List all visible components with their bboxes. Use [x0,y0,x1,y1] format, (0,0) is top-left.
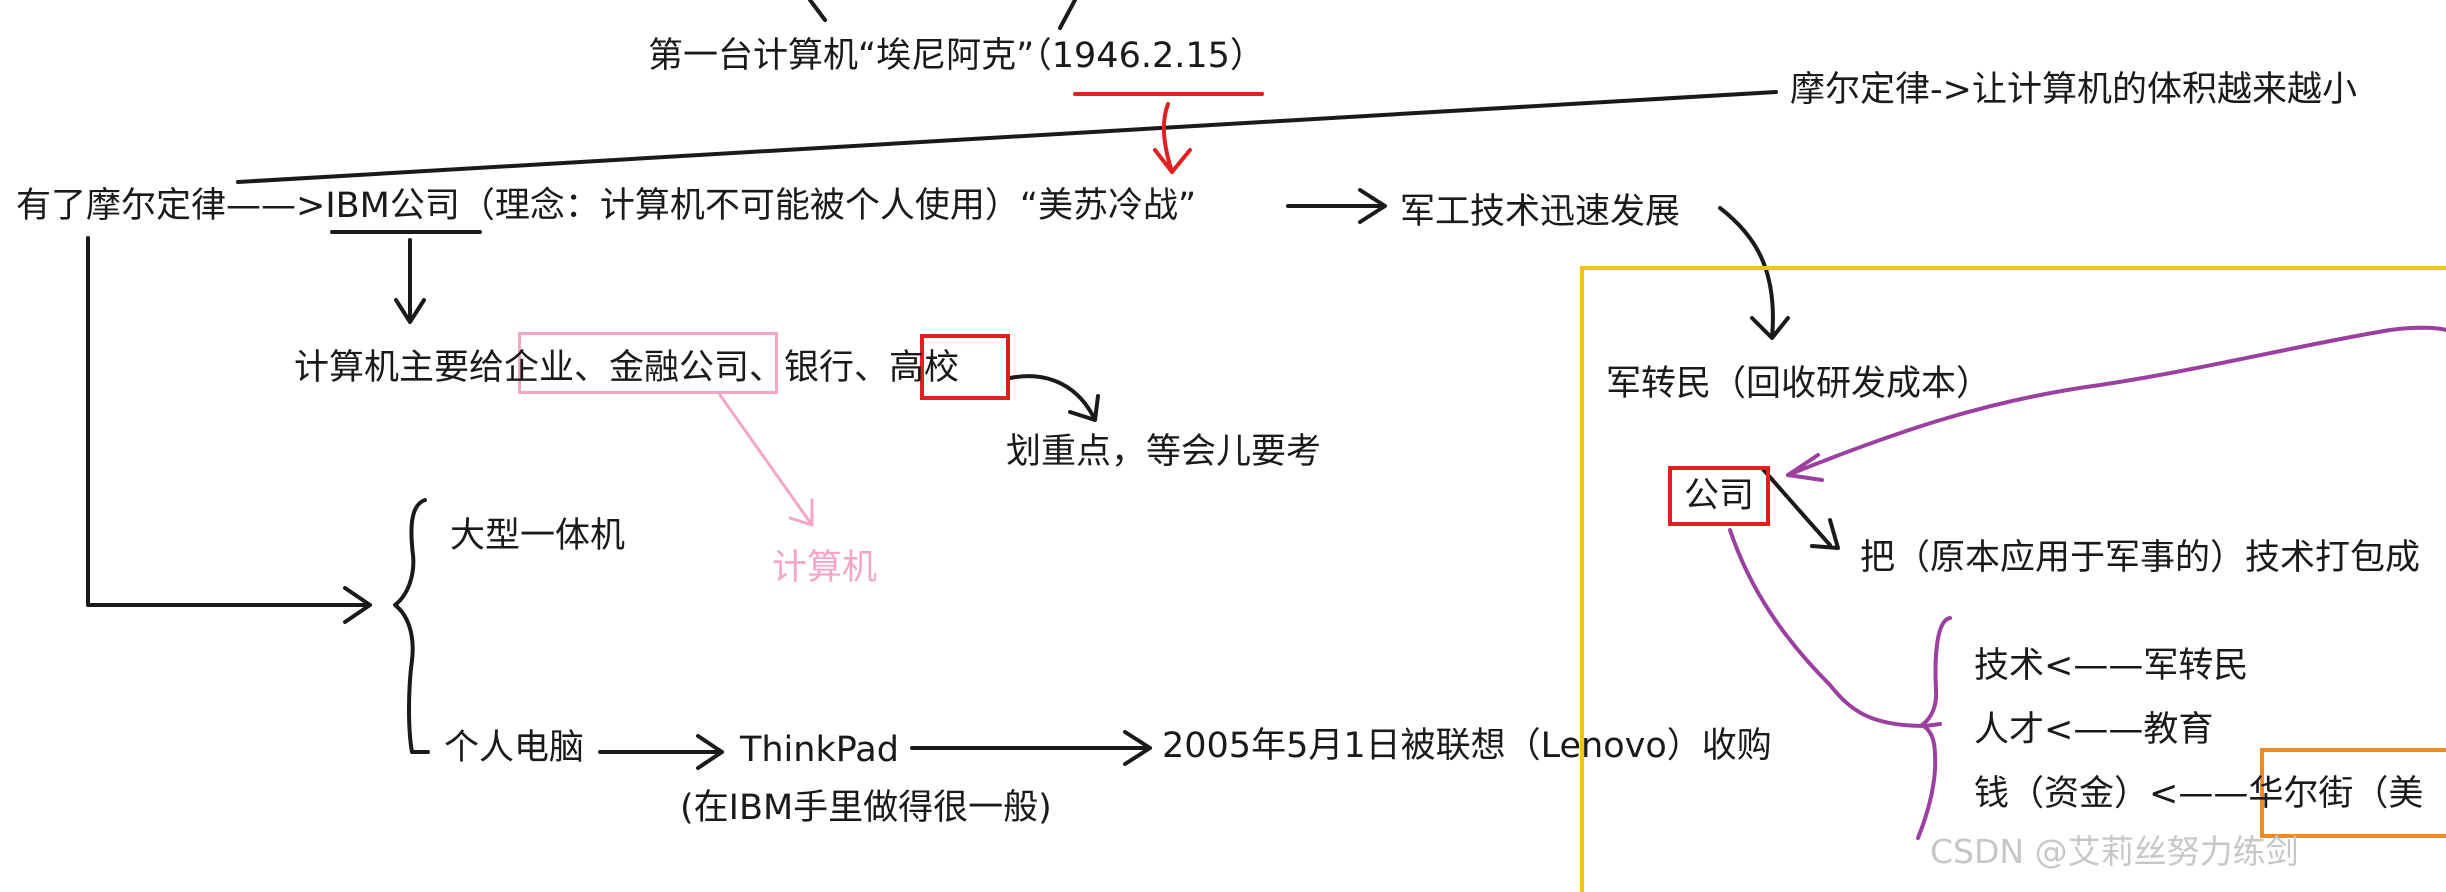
coldwar-arrow [1286,188,1387,224]
moore-law-line [236,90,1778,184]
thinkpad-note: (在IBM手里做得很一般) [680,788,1052,828]
ibm-concept-node: 有了摩尔定律——>IBM公司（理念：计算机不可能被个人使用）“美苏冷战” [16,186,1197,226]
yellow-frame [1580,266,2446,892]
orange-frame [2260,748,2446,838]
military-tech-node: 军工技术迅速发展 [1400,192,1681,232]
branch-brace [393,498,430,754]
enterprise-finance-highlight [518,332,778,394]
top-stroke-left [808,0,827,22]
thinkpad-node: ThinkPad [740,730,899,770]
pink-arrow [718,393,814,527]
purple-arrowhead [1786,453,1824,482]
purple-brace [1916,616,1952,840]
military-curve-arrow [1718,206,1790,340]
money-source-item: 钱（资金）<——华尔街（美 [1974,774,2424,814]
military-to-civil-node: 军转民（回收研发成本） [1606,364,1992,404]
university-highlight [920,334,1010,400]
left-branch-arrow [86,236,372,624]
red-down-arrow [1153,102,1192,174]
personal-pc-node: 个人电脑 [444,728,585,768]
company-node: 公司 [1684,476,1755,516]
key-point-note: 划重点，等会儿要考 [1006,432,1322,472]
mainframe-node: 大型一体机 [450,516,626,556]
pc-to-thinkpad-arrow [598,734,724,770]
ibm-down-arrow [394,238,426,324]
moore-law-effect-node: 摩尔定律->让计算机的体积越来越小 [1790,70,2357,110]
company-highlight [1668,466,1770,526]
lenovo-acquisition-node: 2005年5月1日被联想（Lenovo）收购 [1162,726,1772,766]
watermark: CSDN @艾莉丝努力练剑 [1930,832,2299,871]
talent-source-item: 人才<——教育 [1974,710,2214,750]
package-tech-node: 把（原本应用于军事的）技术打包成 [1860,538,2421,578]
thinkpad-to-lenovo-arrow [910,730,1152,766]
eniac-node: 第一台计算机“埃尼阿克”（1946.2.15） [648,36,1265,76]
top-stroke-right [1058,0,1077,30]
highlight-curve-arrow [1008,374,1100,422]
company-curve-arrow [1760,466,1840,550]
purple-long-curve [1786,325,2446,477]
computer-pink-note: 计算机 [772,548,878,588]
computer-users-node: 计算机主要给企业、金融公司、银行、高校 [294,348,960,388]
purple-connector [1728,528,1942,728]
tech-source-item: 技术<——军转民 [1974,646,2249,686]
